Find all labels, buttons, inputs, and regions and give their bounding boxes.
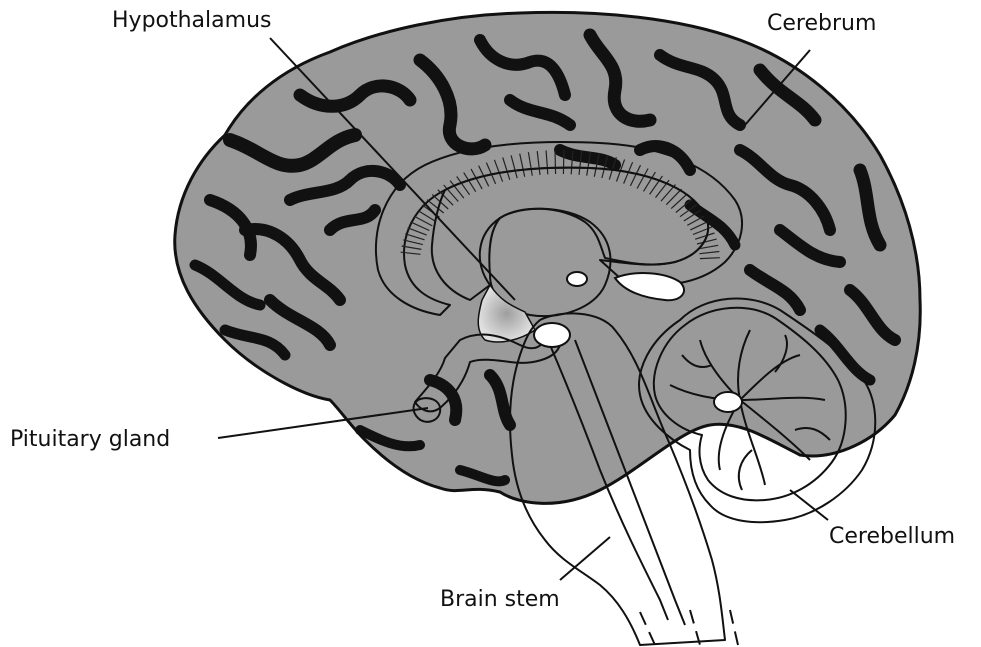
label-brain-stem: Brain stem — [440, 587, 560, 612]
label-cerebellum: Cerebellum — [829, 524, 955, 549]
leader-cerebellum — [790, 490, 828, 520]
fourth-ventricle — [714, 392, 742, 412]
label-cerebrum: Cerebrum — [767, 11, 876, 36]
label-hypothalamus: Hypothalamus — [112, 8, 271, 33]
interthalamic-adhesion — [567, 272, 587, 286]
corpus-callosum-hatch-line — [563, 150, 564, 174]
mammillary-body — [534, 323, 570, 347]
label-pituitary-gland: Pituitary gland — [10, 427, 170, 452]
corpus-callosum-hatch-line — [555, 150, 556, 174]
